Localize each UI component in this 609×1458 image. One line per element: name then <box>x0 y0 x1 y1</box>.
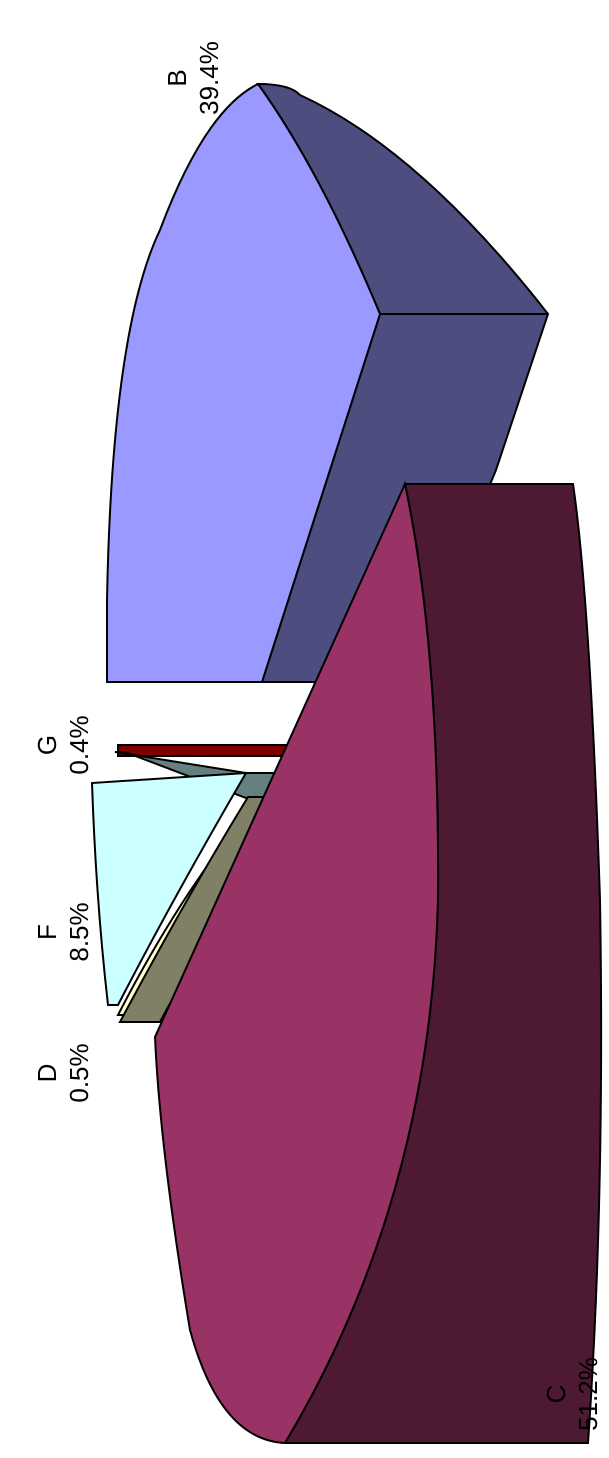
label-b-name: B <box>162 69 192 86</box>
label-b-value: 39.4% <box>194 41 224 115</box>
slice-g-wedge <box>117 744 309 757</box>
label-d-value: 0.5% <box>64 1043 94 1102</box>
label-f-value: 8.5% <box>64 902 94 961</box>
label-b: B 39.4% <box>162 41 224 115</box>
slice-c <box>153 480 603 1445</box>
slice-b <box>106 82 550 683</box>
label-c-value: 51.2% <box>573 1357 603 1431</box>
label-g: G 0.4% <box>32 715 94 774</box>
slice-c-top <box>153 480 440 1445</box>
label-g-name: G <box>32 735 62 755</box>
label-d-name: D <box>32 1064 62 1083</box>
label-g-value: 0.4% <box>64 715 94 774</box>
label-d: D 0.5% <box>32 1043 94 1102</box>
label-f-name: F <box>32 924 62 940</box>
slice-f <box>90 751 301 1006</box>
label-f: F 8.5% <box>32 902 94 961</box>
slice-f-top <box>90 771 248 1006</box>
label-c-name: C <box>541 1385 571 1404</box>
label-c: C 51.2% <box>541 1357 603 1431</box>
slice-b-top <box>106 82 382 683</box>
slice-g <box>117 744 309 757</box>
